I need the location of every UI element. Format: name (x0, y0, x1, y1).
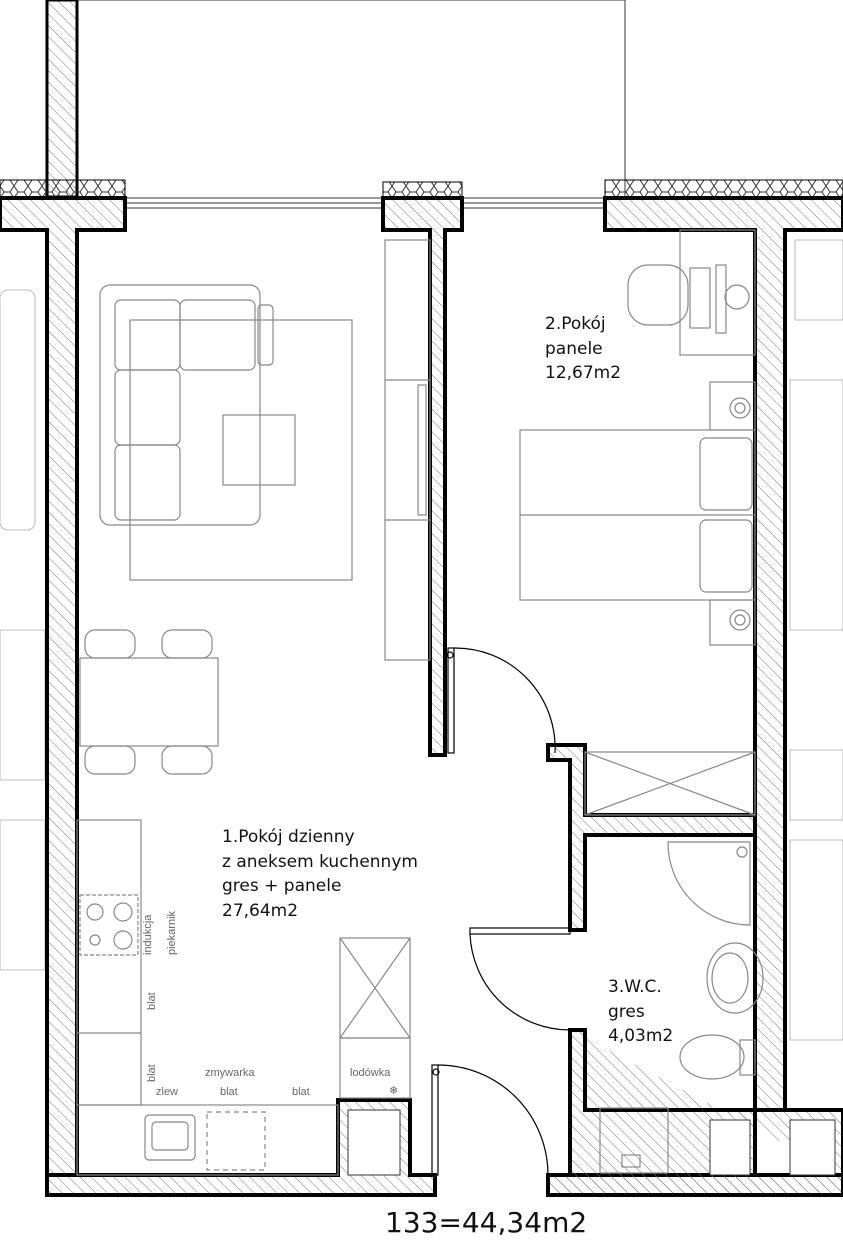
balcony-column (45, 0, 79, 199)
furniture (76, 229, 764, 1176)
snowflake-icon: ❄ (389, 1085, 399, 1097)
room-1-label: 1.Pokój dzienny z aneksem kuchennym gres… (222, 825, 418, 923)
window (124, 197, 606, 209)
door (431, 647, 571, 1176)
label-counter: blat (146, 1064, 158, 1082)
label-dishwasher: zmywarka (205, 1067, 255, 1079)
dining-table (79, 657, 219, 747)
label-counter: blat (292, 1086, 310, 1098)
nightstand (709, 381, 756, 431)
rug (129, 319, 353, 581)
wardrobe (584, 751, 756, 816)
nightstand (709, 599, 756, 646)
label-sink: zlew (156, 1086, 179, 1098)
room-finish: gres (608, 1001, 645, 1022)
pillar-middle (381, 196, 464, 757)
room-name: 3.W.C. (608, 977, 662, 997)
dishwasher (206, 1111, 266, 1171)
shower (667, 841, 751, 926)
outer-wall-left-top (0, 196, 127, 1177)
cooktop (79, 894, 139, 956)
room-name-line2: z aneksem kuchennym (222, 851, 418, 872)
tv (417, 384, 427, 516)
washbasin (706, 942, 764, 1014)
room-3-label: 3.W.C. gres 4,03m2 (608, 975, 673, 1049)
label-counter: blat (146, 992, 158, 1010)
counter-bottom (76, 1104, 339, 1176)
toilet (679, 1034, 745, 1080)
room-finish: gres + panele (222, 876, 342, 896)
coffee-table (222, 414, 296, 486)
total-area: 133=44,34m2 (385, 1206, 588, 1239)
label-induction: indukcja (142, 914, 154, 955)
room-name: 1.Pokój dzienny (222, 827, 355, 847)
walls (0, 196, 843, 1197)
room-area: 12,67m2 (545, 363, 622, 383)
label-counter: blat (220, 1086, 238, 1098)
room-area: 27,64m2 (222, 900, 299, 921)
balcony-outline (76, 0, 626, 199)
bottom-wall-right (546, 1028, 843, 1197)
counter-left (76, 819, 142, 1106)
room-finish: panele (545, 338, 603, 359)
outer-wall-right-top (603, 196, 843, 1112)
tv-cabinet (384, 239, 431, 661)
label-oven: piekarnik (166, 910, 178, 955)
label-fridge: lodówka (350, 1067, 391, 1079)
room-area: 4,03m2 (608, 1026, 674, 1046)
desk (679, 229, 756, 356)
room-name: 2.Pokój (545, 314, 606, 334)
sofa (99, 284, 261, 526)
room-2-label: 2.Pokój panele 12,67m2 (545, 312, 621, 386)
bathroom-wall-upper (546, 743, 757, 932)
sink (144, 1114, 196, 1161)
washing-machine (599, 1107, 669, 1174)
